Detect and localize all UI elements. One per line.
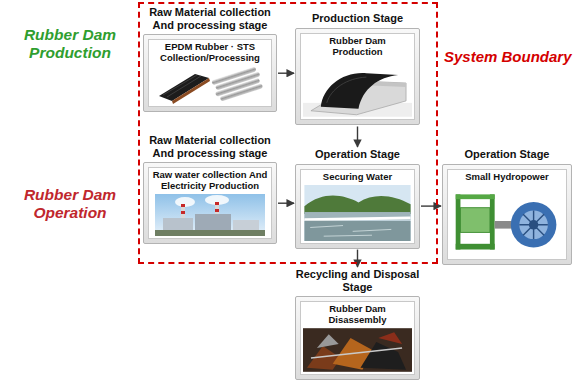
stage-heading: Operation Stage: [295, 148, 420, 161]
illustration-part: [460, 207, 489, 232]
group-label: Rubber Dam Production: [8, 26, 132, 62]
process-label: EPDM Rubber · STS Collection/Processing: [151, 42, 269, 64]
panel-ground: EPDM Rubber · STS Collection/Processing: [143, 34, 277, 112]
process-box: Raw water collection And Electricity Pro…: [148, 167, 272, 239]
process-box: Rubber Dam Production: [300, 33, 415, 121]
process-label: Raw water collection And Electricity Pro…: [151, 170, 269, 192]
disassembly-illustration: [303, 328, 412, 372]
group-label: Rubber Dam Operation: [8, 186, 132, 222]
illustration-part: [304, 212, 410, 220]
illustration-part: [310, 225, 391, 236]
stage-heading: Production Stage: [295, 12, 420, 25]
stage-panel: Production StageRubber Dam Production: [295, 12, 420, 125]
stage-panel: Operation StageSmall Hydropower: [442, 148, 572, 265]
illustration-part: [205, 195, 229, 205]
stage-panel: Raw Material collection And processing s…: [143, 6, 277, 112]
flow-arrow: [357, 126, 358, 147]
illustration-part: [167, 76, 201, 97]
illustration-part: [163, 218, 193, 230]
illustration-part: [303, 328, 412, 372]
illustration-part: [181, 211, 185, 214]
panel-ground: Rubber Dam Disassembly: [295, 296, 420, 380]
process-label: Rubber Dam Disassembly: [303, 304, 412, 326]
illustration-part: [456, 194, 461, 249]
panel-ground: Raw water collection And Electricity Pro…: [143, 162, 277, 244]
illustration-part: [155, 194, 265, 236]
process-label: Rubber Dam Production: [303, 36, 412, 58]
panel-ground: Securing Water: [295, 164, 420, 249]
illustration-part: [304, 217, 410, 219]
stage-heading: Raw Material collection And processing s…: [143, 134, 277, 159]
system-boundary: System BoundaryRaw Material collection A…: [138, 2, 438, 264]
process-box: Rubber Dam Disassembly: [300, 301, 415, 375]
panel-ground: Small Hydropower: [442, 164, 572, 265]
flow-arrow: [278, 73, 294, 74]
flow-arrow: [357, 250, 358, 267]
illustration-part: [495, 221, 512, 229]
illustration-part: [378, 332, 402, 344]
illustration-part: [456, 194, 495, 199]
process-box: Small Hydropower: [447, 169, 567, 260]
power-plant-illustration: [151, 194, 269, 236]
stage-heading: Raw Material collection And processing s…: [143, 6, 277, 31]
illustration-part: [327, 78, 367, 104]
process-label: Securing Water: [303, 172, 412, 183]
stage-heading: Recycling and Disposal Stage: [295, 268, 420, 293]
illustration-part: [155, 230, 265, 236]
illustration-part: [211, 66, 264, 102]
illustration-part: [233, 220, 259, 230]
illustration-part: [195, 214, 231, 230]
illustration-part: [215, 202, 219, 205]
illustration-part: [181, 204, 185, 207]
flow-arrow: [421, 205, 441, 206]
illustration-part: [490, 194, 495, 249]
stage-panel: Recycling and Disposal StageRubber Dam D…: [295, 268, 420, 380]
illustration-part: [456, 243, 495, 249]
panel-ground: Rubber Dam Production: [295, 28, 420, 126]
process-label: Small Hydropower: [450, 172, 564, 183]
stage-panel: Operation StageSecuring Water: [295, 148, 420, 249]
rubber-pipe-illustration: [151, 66, 269, 104]
illustration-part: [511, 202, 557, 248]
illustration-part: [519, 210, 548, 239]
illustration-part: [220, 83, 263, 101]
stage-heading: Operation Stage: [442, 148, 572, 161]
illustration-part: [163, 75, 197, 95]
illustration-part: [304, 185, 410, 241]
hydropower-illustration: [450, 185, 564, 257]
illustration-part: [321, 73, 398, 109]
reservoir-illustration: [303, 185, 412, 241]
rubber-dam-illustration: [303, 59, 412, 117]
process-box: Securing Water: [300, 169, 415, 244]
process-box: EPDM Rubber · STS Collection/Processing: [148, 39, 272, 107]
illustration-part: [304, 220, 410, 240]
illustration-part: [311, 348, 402, 358]
illustration-part: [215, 209, 219, 212]
flow-arrow: [278, 203, 294, 204]
illustration-part: [519, 210, 548, 239]
illustration-part: [360, 342, 406, 370]
boundary-title: System Boundary: [444, 48, 572, 65]
illustration-part: [317, 334, 339, 348]
illustration-part: [175, 197, 195, 207]
illustration-part: [304, 195, 410, 213]
stage-panel: Raw Material collection And processing s…: [143, 134, 277, 244]
